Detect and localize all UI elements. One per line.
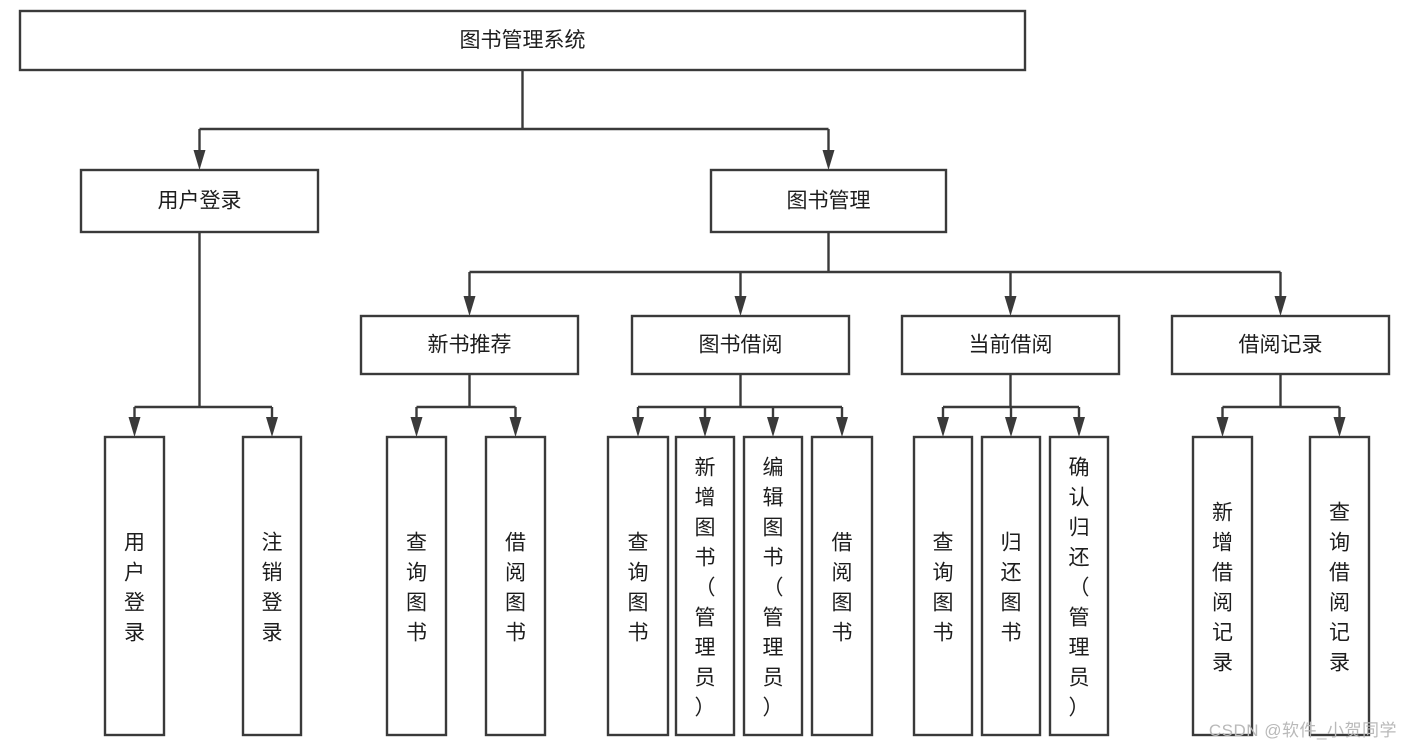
node-label: 当前借阅 (969, 334, 1053, 357)
books-to-modules-arrow-0 (463, 296, 476, 316)
node-label: 用户登录 (124, 531, 145, 644)
books-to-modules-arrow-1 (734, 296, 747, 316)
module3-to-leaves-arrow-0 (1216, 417, 1229, 437)
node-label: 新增借阅记录 (1212, 501, 1233, 674)
node-box (241, 435, 303, 737)
root-to-level2-arrow-0 (193, 150, 206, 170)
node-leaf-注销登录[interactable]: 注销登录 (241, 435, 303, 737)
node-box (1170, 314, 1391, 376)
node-label: 图书管理系统 (460, 29, 586, 52)
module0-to-leaves-arrow-0 (410, 417, 423, 437)
node-leaf-查询图书[interactable]: 查询图书 (606, 435, 670, 737)
node-box (900, 314, 1121, 376)
node-label: 编辑图书（管理员） (763, 456, 784, 719)
module1-to-leaves-arrow-1 (699, 417, 711, 437)
node-box (385, 435, 448, 737)
books-to-modules-arrow-2 (1004, 296, 1017, 316)
node-box (1308, 435, 1371, 737)
node-leaf-查询图书[interactable]: 查询图书 (912, 435, 974, 737)
node-box (980, 435, 1042, 737)
node-level3-当前借阅[interactable]: 当前借阅 (900, 314, 1121, 376)
node-box (1048, 435, 1110, 737)
node-level3-图书借阅[interactable]: 图书借阅 (630, 314, 851, 376)
node-box (1191, 435, 1254, 737)
node-label: 归还图书 (1001, 531, 1022, 644)
module1-to-leaves-arrow-2 (767, 417, 779, 437)
node-leaf-新增借阅记录[interactable]: 新增借阅记录 (1191, 435, 1254, 737)
node-leaf-查询图书[interactable]: 查询图书 (385, 435, 448, 737)
node-box (18, 9, 1027, 72)
module1-to-leaves-arrow-0 (632, 417, 644, 437)
module3-to-leaves-arrow-1 (1333, 417, 1346, 437)
node-label: 查询图书 (933, 531, 954, 644)
node-leaf-查询借阅记录[interactable]: 查询借阅记录 (1308, 435, 1371, 737)
books-to-modules-arrow-3 (1274, 296, 1287, 316)
node-level3-新书推荐[interactable]: 新书推荐 (359, 314, 580, 376)
node-level3-借阅记录[interactable]: 借阅记录 (1170, 314, 1391, 376)
node-label: 查询借阅记录 (1329, 501, 1350, 674)
node-level2-用户登录[interactable]: 用户登录 (79, 168, 320, 234)
node-box (79, 168, 320, 234)
node-box (103, 435, 166, 737)
node-label: 图书借阅 (699, 334, 783, 357)
node-label: 注销登录 (262, 531, 283, 644)
node-box (359, 314, 580, 376)
node-box (606, 435, 670, 737)
node-label: 图书管理 (787, 190, 871, 213)
node-leaf-编辑图书管理员[interactable]: 编辑图书（管理员） (742, 435, 804, 737)
node-box (912, 435, 974, 737)
node-leaf-归还图书[interactable]: 归还图书 (980, 435, 1042, 737)
node-root-图书管理系统[interactable]: 图书管理系统 (18, 9, 1027, 72)
node-label: 新增图书（管理员） (695, 456, 716, 719)
module1-to-leaves-arrow-3 (836, 417, 848, 437)
node-leaf-借阅图书[interactable]: 借阅图书 (484, 435, 547, 737)
module2-to-leaves-arrow-0 (937, 417, 949, 437)
node-label: 确认归还（管理员） (1069, 456, 1090, 719)
node-level2-图书管理[interactable]: 图书管理 (709, 168, 948, 234)
node-box (484, 435, 547, 737)
nodes-layer: 图书管理系统用户登录图书管理新书推荐图书借阅当前借阅借阅记录用户登录注销登录查询… (18, 9, 1391, 737)
node-leaf-确认归还管理员[interactable]: 确认归还（管理员） (1048, 435, 1110, 737)
node-box (630, 314, 851, 376)
node-box (709, 168, 948, 234)
node-leaf-用户登录[interactable]: 用户登录 (103, 435, 166, 737)
module2-to-leaves-arrow-2 (1073, 417, 1085, 437)
node-box (674, 435, 736, 737)
module0-to-leaves-arrow-1 (509, 417, 522, 437)
connectors-layer (128, 70, 1346, 437)
root-to-level2-arrow-1 (822, 150, 835, 170)
login-to-leaves-arrow-0 (128, 417, 141, 437)
node-label: 查询图书 (406, 531, 427, 644)
node-label: 借阅图书 (505, 531, 526, 644)
node-label: 用户登录 (158, 190, 242, 213)
module2-to-leaves-arrow-1 (1005, 417, 1017, 437)
node-label: 查询图书 (628, 531, 649, 644)
login-to-leaves-arrow-1 (266, 417, 278, 437)
node-box (742, 435, 804, 737)
node-label: 新书推荐 (428, 334, 512, 357)
node-label: 借阅图书 (832, 531, 853, 644)
node-box (810, 435, 874, 737)
node-leaf-借阅图书[interactable]: 借阅图书 (810, 435, 874, 737)
node-leaf-新增图书管理员[interactable]: 新增图书（管理员） (674, 435, 736, 737)
node-label: 借阅记录 (1239, 334, 1323, 357)
